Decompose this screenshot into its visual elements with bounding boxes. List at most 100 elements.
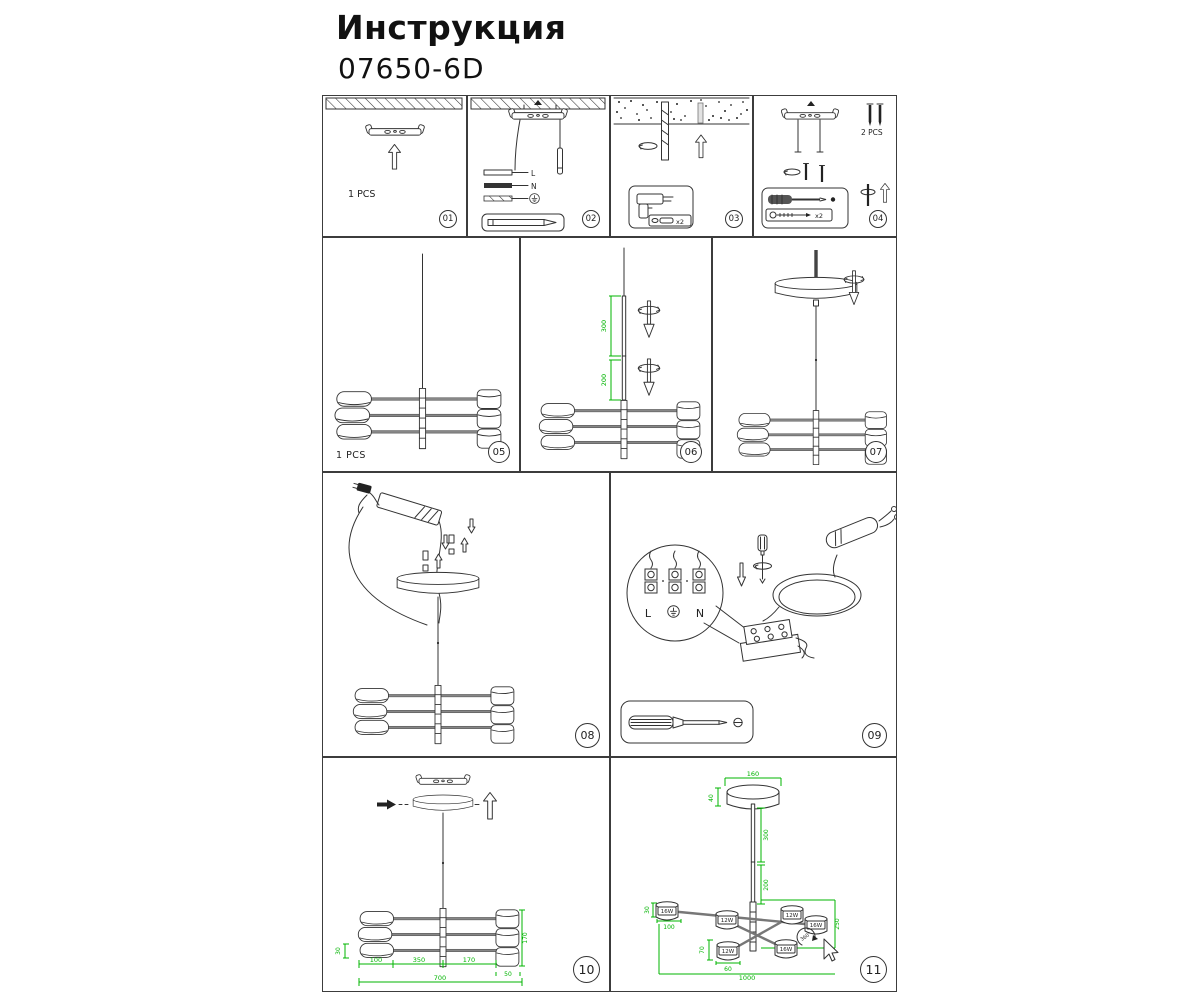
terminal-live-label: L bbox=[645, 607, 652, 620]
connect-arrows bbox=[434, 518, 476, 569]
dim-rod-lower-lines bbox=[609, 359, 621, 401]
dim-lines bbox=[343, 909, 525, 986]
clip-mark bbox=[807, 101, 815, 106]
up-arrow-icon bbox=[695, 134, 707, 159]
long-screws bbox=[797, 119, 821, 153]
panel-08: 08 bbox=[322, 472, 610, 757]
step-number-10: 10 bbox=[573, 956, 600, 983]
panel-08-diagram bbox=[348, 482, 515, 745]
hanging-wire bbox=[514, 119, 521, 171]
watt-far-right: 16W bbox=[810, 923, 823, 929]
dim-head-height: 30 bbox=[335, 947, 342, 955]
panel-07: 07 bbox=[712, 237, 897, 472]
small-screws bbox=[804, 164, 824, 182]
ceiling-canopy bbox=[396, 571, 480, 594]
anchor-qty-strip bbox=[648, 214, 692, 227]
dim-rod-upper: 300 bbox=[600, 320, 608, 332]
step-number-07: 07 bbox=[865, 441, 887, 463]
panel-10: 30 100 350 170 170 50 700 10 bbox=[322, 757, 610, 992]
screws-2pcs bbox=[866, 103, 884, 126]
chandelier-body bbox=[357, 908, 520, 968]
mounting-bracket bbox=[415, 774, 471, 785]
bit-dot bbox=[830, 197, 836, 202]
anchor-glyph-body bbox=[659, 217, 674, 224]
ground-icon bbox=[667, 605, 680, 618]
mains-plug bbox=[352, 482, 372, 494]
panel-03: x2 03 bbox=[610, 95, 753, 237]
dim-canopy-lines bbox=[715, 777, 782, 807]
callout-lines bbox=[703, 605, 747, 644]
screwdriver-tip bbox=[819, 197, 827, 202]
screw-rotation-icon bbox=[637, 300, 661, 338]
pendant-rod bbox=[557, 147, 563, 175]
dim-rod-upper-lines bbox=[609, 295, 621, 357]
dim-rod-lower: 200 bbox=[763, 879, 770, 891]
dim-stack-height: 170 bbox=[522, 932, 529, 944]
bracket-screws bbox=[523, 104, 557, 110]
step-number-04: 04 bbox=[869, 210, 887, 228]
concrete-speckles bbox=[616, 99, 748, 121]
ring-terminal bbox=[891, 506, 896, 512]
step-number-08: 08 bbox=[575, 723, 600, 748]
panel-10-diagram: 30 100 350 170 170 50 700 bbox=[335, 774, 529, 986]
panel-03-diagram: x2 bbox=[613, 97, 750, 229]
small-screw-heads bbox=[803, 163, 825, 166]
wire-live bbox=[483, 169, 513, 176]
rotation-ellipse bbox=[638, 142, 658, 150]
dim-lower-head-height: 70 bbox=[699, 946, 706, 954]
dim-stack-width: 50 bbox=[504, 971, 512, 978]
screwdriver-icon bbox=[768, 195, 792, 204]
watt-left: 16W bbox=[661, 909, 674, 915]
canopy-nipple bbox=[813, 299, 819, 307]
slide-arrow-icon bbox=[377, 799, 396, 810]
dim-lower-head-length: 60 bbox=[724, 966, 732, 973]
step-number-03: 03 bbox=[725, 210, 743, 228]
wire-live-label: L bbox=[531, 169, 536, 178]
model-number: 07650-6D bbox=[338, 52, 485, 85]
up-arrow-icon bbox=[880, 182, 890, 203]
cursor-icon bbox=[823, 938, 839, 962]
ceiling-canopy bbox=[412, 794, 474, 811]
driver-leads bbox=[878, 510, 895, 528]
panel-04: 2 PCS bbox=[753, 95, 897, 237]
panel-05-diagram bbox=[334, 253, 502, 450]
screw-glyph-head bbox=[769, 211, 777, 219]
panel-11: 160 40 300 200 bbox=[610, 757, 897, 992]
dim-rod-upper: 300 bbox=[763, 829, 770, 841]
plug-wires bbox=[357, 492, 380, 514]
watt-bottom: 12W bbox=[722, 949, 735, 955]
mounting-bracket bbox=[508, 108, 568, 120]
anchor-qty: x2 bbox=[676, 218, 684, 226]
dim-total-width: 1000 bbox=[739, 974, 756, 982]
hub-segments bbox=[749, 911, 757, 943]
led-driver bbox=[825, 517, 879, 549]
step-number-06: 06 bbox=[680, 441, 702, 463]
chandelier-body bbox=[538, 400, 701, 460]
rod-lower bbox=[621, 355, 627, 401]
panel-06-diagram: 300 200 bbox=[538, 247, 701, 460]
dim-canopy-height: 40 bbox=[708, 794, 715, 802]
panel-01: 1 PCS 01 bbox=[322, 95, 467, 237]
instruction-grid: 1 PCS 01 L N bbox=[322, 95, 897, 992]
panel-04-diagram: 2 PCS bbox=[761, 101, 890, 229]
panel-06: 300 200 06 bbox=[520, 237, 712, 472]
suspension-rod bbox=[750, 803, 756, 904]
watt-lower-mid: 16W bbox=[780, 947, 793, 953]
screw-rotation-icon bbox=[637, 358, 661, 396]
threaded-stub bbox=[814, 250, 818, 278]
screw-qty-strip bbox=[765, 208, 833, 222]
screwdriver-vertical bbox=[753, 534, 772, 584]
concrete-band bbox=[613, 97, 750, 125]
screwdriver-grip-lines bbox=[771, 194, 783, 205]
panel-02-diagram: L N bbox=[470, 97, 606, 232]
block-wires bbox=[795, 637, 815, 659]
led-driver bbox=[376, 492, 443, 526]
watt-labels: 16W 12W 12W 16W 16W 12W bbox=[657, 906, 826, 956]
wire-earth bbox=[483, 195, 513, 202]
ring-terminal bbox=[894, 514, 896, 520]
coiled-wire bbox=[762, 554, 862, 622]
mounting-bracket bbox=[365, 124, 425, 136]
up-arrow-icon bbox=[483, 792, 497, 820]
dim-rod-lower: 200 bbox=[600, 374, 608, 386]
